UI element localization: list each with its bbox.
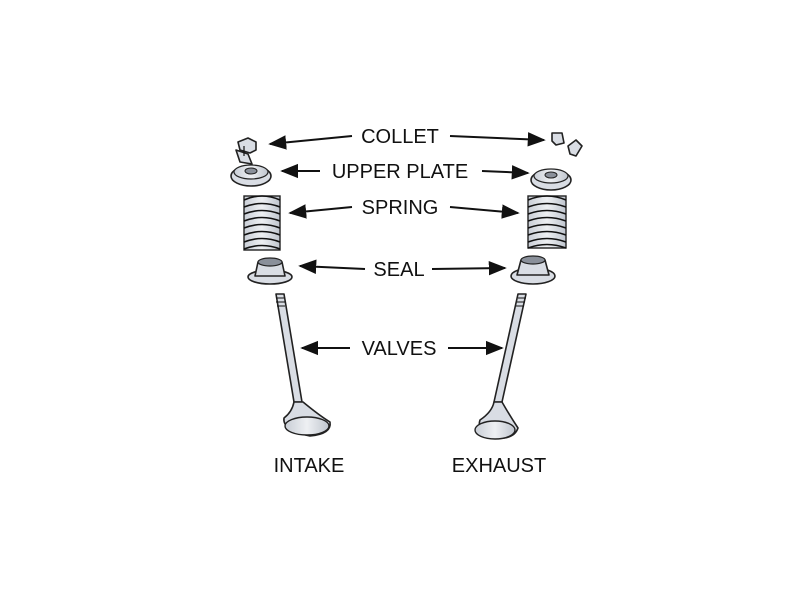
intake-seal xyxy=(247,257,293,285)
exhaust-collet xyxy=(551,132,583,157)
upper-plate-label: UPPER PLATE xyxy=(332,161,468,183)
intake-spring xyxy=(243,195,281,251)
upper-plate-arrows xyxy=(280,163,530,180)
collet-label: COLLET xyxy=(361,126,439,148)
intake-valve xyxy=(275,293,331,437)
intake-label: INTAKE xyxy=(274,455,345,477)
exhaust-valve xyxy=(474,293,527,440)
seal-label: SEAL xyxy=(373,259,424,281)
spring-arrows xyxy=(288,204,520,219)
exhaust-spring xyxy=(527,195,567,249)
spring-label: SPRING xyxy=(362,197,439,219)
exhaust-label: EXHAUST xyxy=(452,455,546,477)
intake-upper-plate xyxy=(230,164,272,187)
collet-arrows xyxy=(268,132,546,150)
exhaust-seal xyxy=(510,255,556,285)
valves-label: VALVES xyxy=(362,338,437,360)
exhaust-upper-plate xyxy=(530,168,572,191)
seal-arrows xyxy=(298,259,507,276)
intake-collet xyxy=(235,137,257,165)
